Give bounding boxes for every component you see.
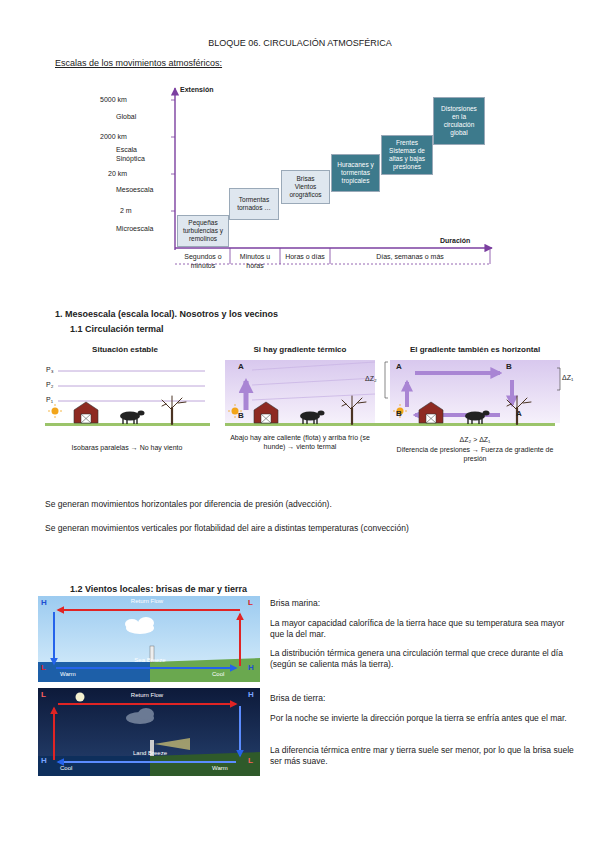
label: Minutos u horas xyxy=(231,252,279,270)
label: Brisa marina: xyxy=(270,598,570,609)
label: P₂ xyxy=(46,380,58,389)
box-text: Frentes Sistemas de altas y bajas presio… xyxy=(382,137,432,172)
label: A xyxy=(516,409,526,419)
label: Warm xyxy=(60,671,90,679)
label: 1. Mesoescala (escala local). Nosotros y… xyxy=(55,309,455,321)
label: Mesoescala xyxy=(116,185,171,194)
label: P₃ xyxy=(46,365,58,374)
label: L xyxy=(248,756,258,766)
page-title: BLOQUE 06. CIRCULACIÓN ATMOSFÉRICA xyxy=(90,38,510,50)
label: Warm xyxy=(212,765,242,773)
label: 1.2 Vientos locales: brisas de mar y tie… xyxy=(70,584,470,596)
box-text: Pequeñas turbulencias y remolinos xyxy=(178,217,228,244)
label: Segundos o minutos xyxy=(177,252,229,270)
box-text: Tormentas tornados … xyxy=(230,194,278,214)
label: Sea Breeze xyxy=(115,657,185,665)
label: ΔZ₁ xyxy=(562,373,592,382)
label: Cool xyxy=(212,671,242,679)
label: B xyxy=(238,411,250,421)
label: Se generan movimientos verticales por fl… xyxy=(45,523,585,534)
label: La distribución térmica genera una circu… xyxy=(270,648,580,670)
label: Diferencia de presiones → Fuerza de grad… xyxy=(385,445,565,463)
label: Por la noche se invierte la dirección po… xyxy=(270,713,580,724)
label: ΔZ₂ > ΔZ₁ xyxy=(415,435,535,444)
label: Situación estable xyxy=(45,345,205,355)
scale-box: Huracanes y tormentas tropicales xyxy=(331,154,380,192)
label: La diferencia térmica entre mar y tierra… xyxy=(270,745,580,767)
label: Escalas de los movimientos atmosféricos: xyxy=(55,58,355,70)
label: Extensión xyxy=(180,85,240,94)
label: H xyxy=(41,756,51,766)
label: 2 m xyxy=(120,206,160,215)
label: Abajo hay aire caliente (flota) y arriba… xyxy=(220,433,380,451)
label: La mayor capacidad calorífica de la tier… xyxy=(270,618,580,640)
label: Land Breeze xyxy=(115,750,185,758)
label: A xyxy=(396,362,406,372)
label: B xyxy=(506,362,516,372)
label: Días, semanas o más xyxy=(350,252,470,261)
scale-box: Distorsiones en la circulación global xyxy=(433,97,485,145)
label: ΔZ₂ xyxy=(365,374,387,383)
label: Global xyxy=(116,112,166,121)
scale-box: Pequeñas turbulencias y remolinos xyxy=(177,215,229,247)
scale-box: Brisas Vientos orográficos xyxy=(281,170,330,204)
box-text: Distorsiones en la circulación global xyxy=(434,103,484,138)
label: Se generan movimientos horizontales por … xyxy=(45,499,565,510)
label: L xyxy=(41,690,51,700)
label: Isobaras paralelas → No hay viento xyxy=(42,443,212,452)
label: Cool xyxy=(60,765,90,773)
label: P₁ xyxy=(46,395,58,404)
label: L xyxy=(41,663,51,673)
label: Microescala xyxy=(116,224,171,233)
label: 20 km xyxy=(108,169,158,178)
label: H xyxy=(248,690,258,700)
label: Duración xyxy=(440,236,500,245)
box-text: Brisas Vientos orográficos xyxy=(282,173,329,200)
label: A xyxy=(238,362,250,372)
label: B xyxy=(396,409,406,419)
scale-box: Frentes Sistemas de altas y bajas presio… xyxy=(381,135,433,175)
box-text: Huracanes y tormentas tropicales xyxy=(332,159,379,186)
scale-box: Tormentas tornados … xyxy=(229,188,279,220)
label: 2000 km xyxy=(100,132,150,141)
label: El gradiente también es horizontal xyxy=(385,345,565,355)
label: Brisa de tierra: xyxy=(270,693,570,704)
label: Escala Sinóptica xyxy=(116,145,166,163)
label: Return Flow xyxy=(107,692,187,700)
label: H xyxy=(41,598,51,608)
label: Horas o días xyxy=(281,252,329,261)
label: 5000 km xyxy=(100,95,150,104)
label: Return Flow xyxy=(107,598,187,606)
label: Si hay gradiente térmico xyxy=(220,345,380,355)
label: L xyxy=(248,598,258,608)
label: 1.1 Circulación termal xyxy=(70,324,370,336)
label: H xyxy=(248,663,258,673)
